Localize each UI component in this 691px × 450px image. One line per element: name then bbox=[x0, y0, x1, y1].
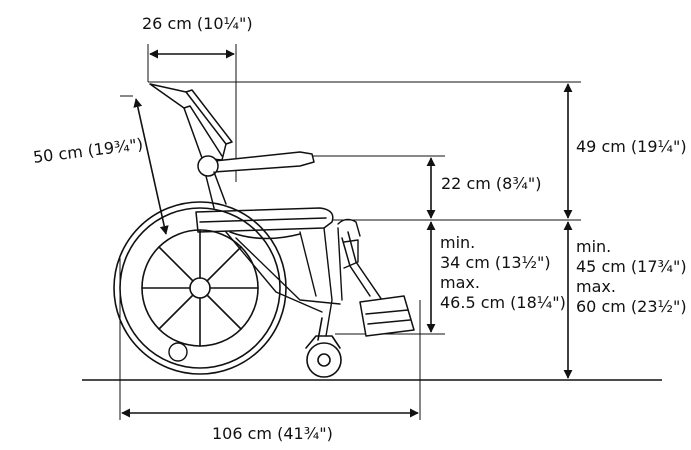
rear-caster bbox=[168, 342, 188, 362]
label-armrest-height: 22 cm (8¾") bbox=[441, 174, 542, 193]
seat-height-front-max-label: max. bbox=[440, 273, 480, 292]
wheelchair-illustration bbox=[113, 83, 415, 378]
seat-height-front-min-label: min. bbox=[440, 233, 476, 252]
arrow-backrest-diagonal bbox=[133, 98, 169, 235]
label-seat-height-total: min. 45 cm (17¾") max. 60 cm (23½") bbox=[576, 237, 687, 317]
frame bbox=[225, 218, 361, 337]
seat-height-total-min-label: min. bbox=[576, 237, 612, 256]
footrest bbox=[341, 231, 415, 337]
seat-height-front-min-value: 34 cm (13½") bbox=[440, 253, 551, 272]
seat-height-total-max-value: 60 cm (23½") bbox=[576, 297, 687, 316]
backrest bbox=[149, 83, 233, 161]
label-seat-width: 26 cm (10¼") bbox=[142, 14, 253, 33]
seat-height-total-max-label: max. bbox=[576, 277, 616, 296]
seat-height-total-min-value: 45 cm (17¾") bbox=[576, 257, 687, 276]
rear-wheel bbox=[113, 201, 287, 375]
armrest bbox=[197, 151, 315, 209]
label-overall-length: 106 cm (41¾") bbox=[212, 424, 333, 443]
seat-height-front-max-value: 46.5 cm (18¼") bbox=[440, 293, 566, 312]
label-backrest-height: 49 cm (19¼") bbox=[576, 137, 687, 156]
seat bbox=[195, 207, 334, 240]
label-seat-height-front: min. 34 cm (13½") max. 46.5 cm (18¼") bbox=[440, 233, 566, 313]
dimension-arrows bbox=[121, 49, 573, 418]
reference-lines bbox=[119, 44, 581, 420]
front-caster bbox=[305, 317, 342, 378]
